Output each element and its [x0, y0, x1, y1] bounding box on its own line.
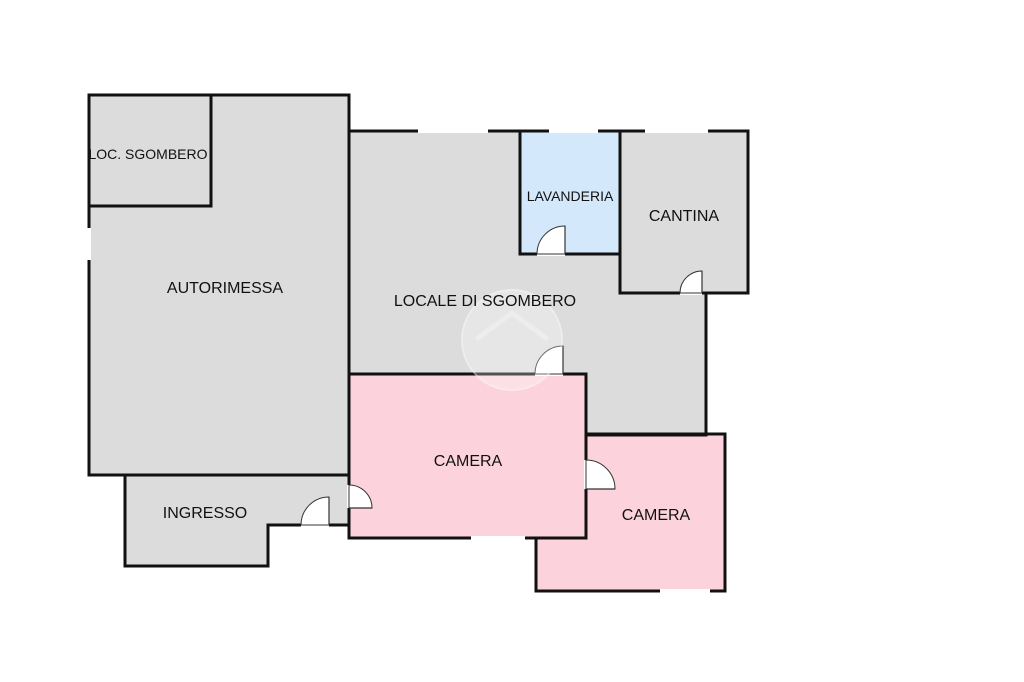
door-ingresso-camera — [347, 484, 373, 509]
room-fills — [89, 95, 748, 591]
door-camera-2 — [584, 459, 616, 490]
wall-ingresso — [123, 473, 351, 568]
ingresso-area — [125, 475, 349, 566]
window-openings — [87, 129, 710, 593]
camera-2-area — [536, 434, 725, 591]
autorimessa-area — [89, 95, 349, 475]
label-ingresso: INGRESSO — [163, 505, 247, 522]
cantina-area — [620, 131, 748, 293]
wall-camera-1 — [347, 372, 588, 540]
label-locale-di-sgombero: LOCALE DI SGOMBERO — [394, 293, 576, 310]
label-cantina: CANTINA — [649, 208, 720, 225]
label-camera-1: CAMERA — [434, 453, 503, 470]
wall-lavanderia — [518, 129, 622, 256]
door-cantina — [679, 270, 703, 295]
wall-cantina — [618, 129, 708, 295]
lavanderia-area — [520, 131, 620, 254]
label-camera-2: CAMERA — [622, 507, 691, 524]
label-loc-sgombero: LOC. SGOMBERO — [88, 146, 207, 162]
wall-camera-2 — [534, 432, 727, 593]
doors — [300, 225, 703, 527]
wall-loc-sgombero — [87, 93, 213, 208]
door-ingresso-entrance — [300, 496, 330, 527]
door-lavanderia — [536, 225, 566, 256]
label-lavanderia: LAVANDERIA — [527, 188, 614, 204]
label-autorimessa: AUTORIMESSA — [167, 280, 284, 297]
house-logo-icon — [461, 289, 563, 391]
room-labels: LOC. SGOMBERO AUTORIMESSA INGRESSO LOCAL… — [88, 146, 719, 524]
